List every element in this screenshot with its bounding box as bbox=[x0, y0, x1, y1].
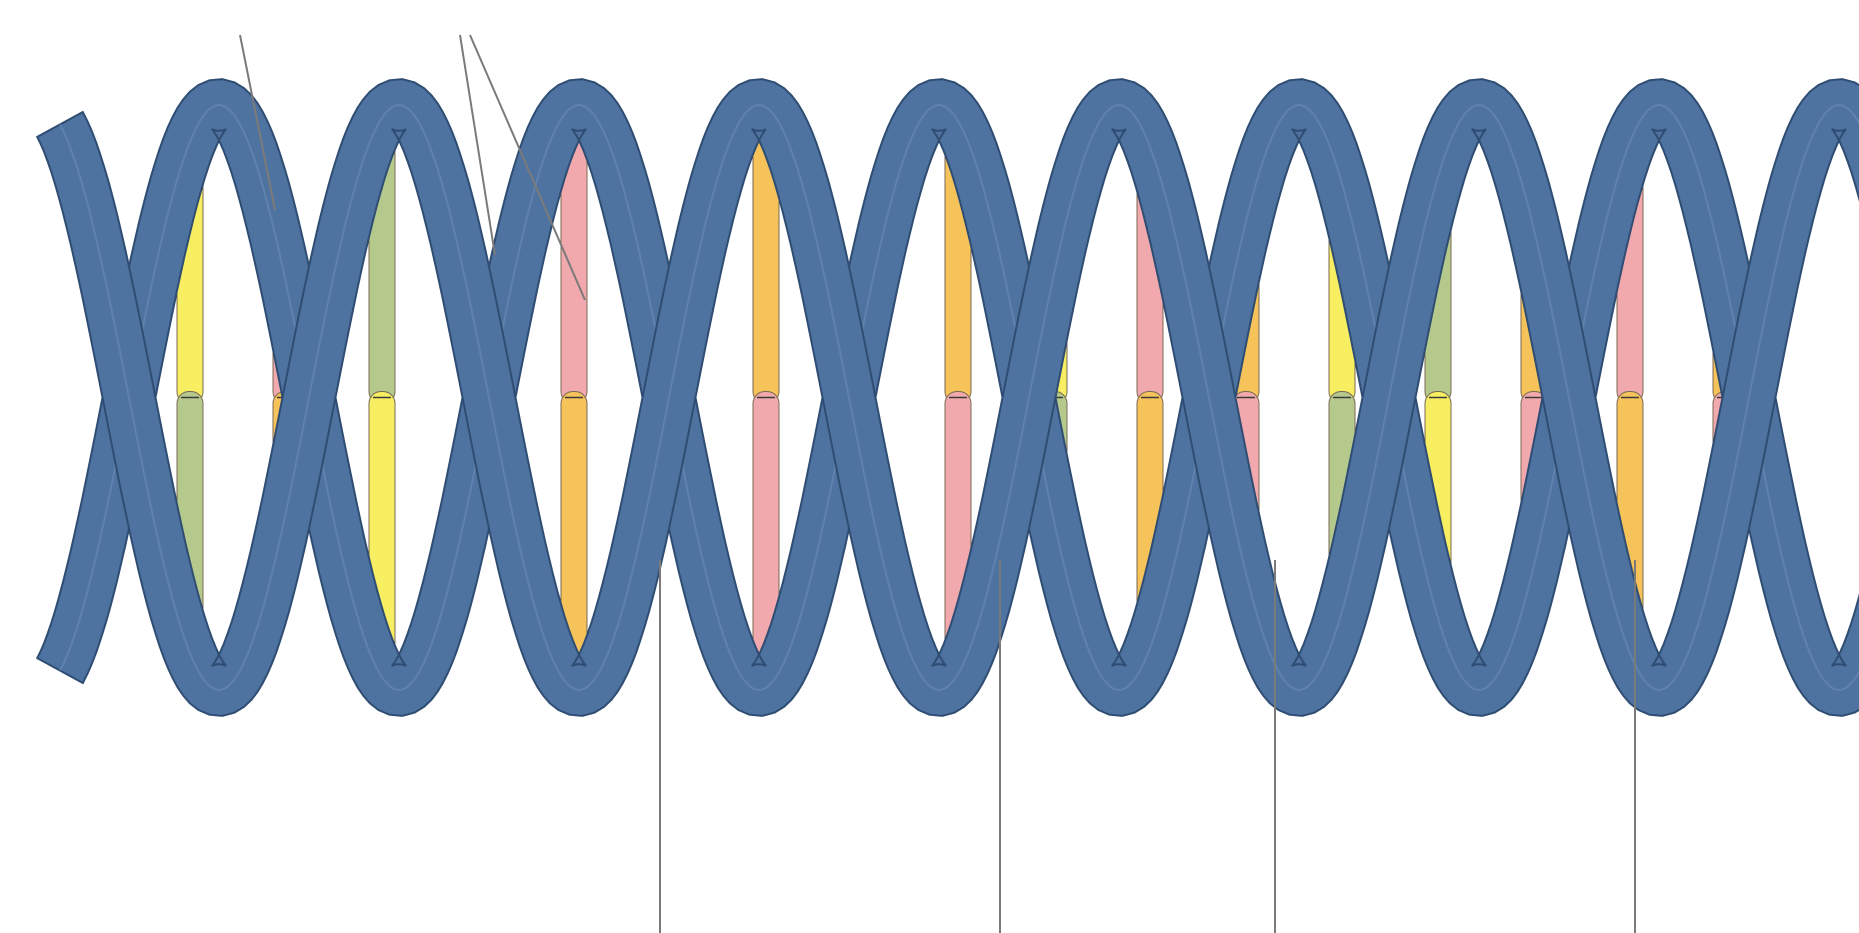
base-pair bbox=[753, 117, 779, 678]
base-pair bbox=[561, 116, 587, 679]
